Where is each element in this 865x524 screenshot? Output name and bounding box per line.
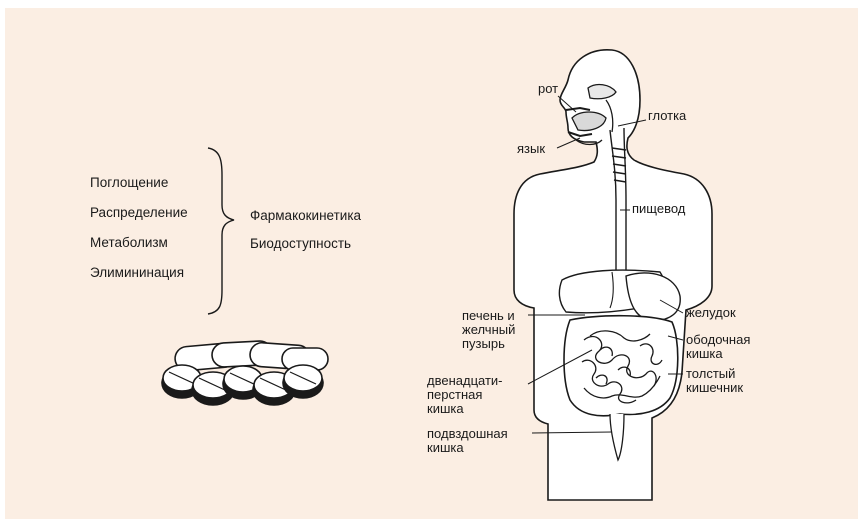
label-duodenum: двенадцати- перстная кишка — [427, 374, 503, 416]
label-colon: ободочная кишка — [686, 333, 750, 361]
pills-illustration — [162, 340, 328, 405]
label-mouth: рот — [538, 82, 558, 96]
label-stomach: желудок — [686, 306, 736, 320]
tablet-5 — [283, 365, 323, 398]
label-esophagus: пищевод — [632, 202, 685, 216]
label-pharynx: глотка — [648, 109, 686, 123]
curly-brace — [208, 148, 234, 314]
label-ileum: подвздошная кишка — [427, 427, 508, 455]
label-tongue: язык — [517, 142, 545, 156]
label-liver-gallbladder: печень и желчный пузырь — [462, 309, 515, 351]
label-large-intestine: толстый кишечник — [686, 367, 743, 395]
leader-tongue — [557, 138, 580, 148]
